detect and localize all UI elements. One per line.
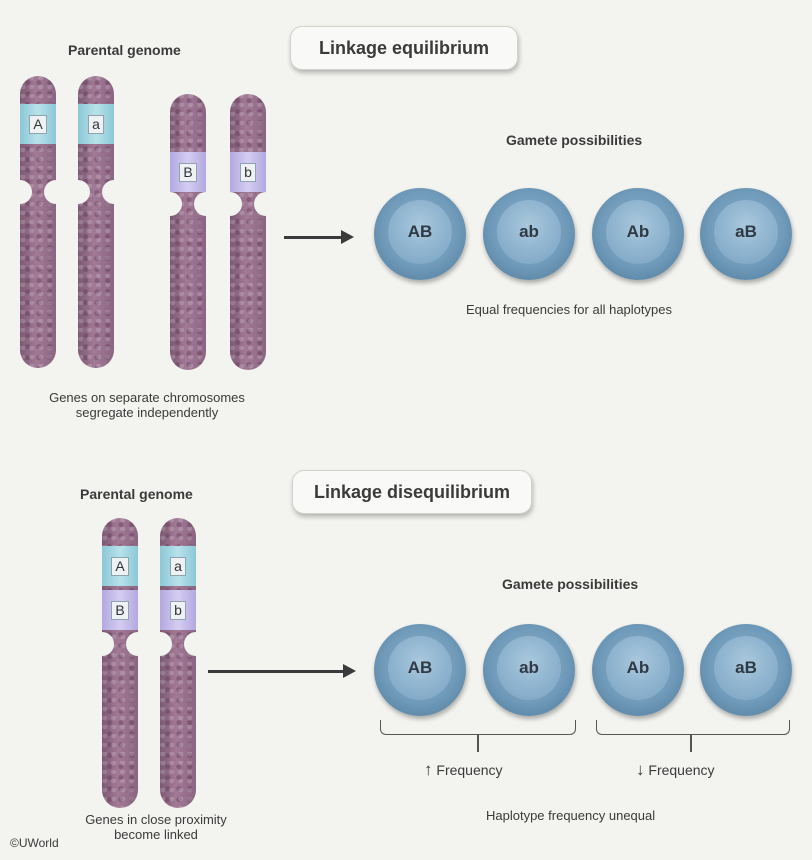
- arrow-up-icon: ↑: [424, 760, 433, 779]
- top-caption: Genes on separate chromosomes segregate …: [22, 390, 272, 420]
- gamete-label: Ab: [606, 636, 670, 700]
- caption-line: Genes in close proximity: [85, 812, 227, 827]
- caption-line: segregate independently: [75, 405, 219, 420]
- frequency-label: Frequency: [648, 762, 715, 778]
- gamete-ab-recombinant: aB: [700, 188, 792, 280]
- unequal-frequency-caption: Haplotype frequency unequal: [486, 808, 656, 823]
- copyright: ©UWorld: [10, 836, 59, 850]
- bottom-caption: Genes in close proximity become linked: [54, 812, 258, 842]
- gamete-ab-upper: AB: [374, 188, 466, 280]
- arrow-right-icon: [284, 230, 354, 244]
- frequency-increase: ↑ Frequency: [424, 760, 503, 780]
- gamete-heading: Gamete possibilities: [506, 132, 643, 148]
- gamete-label: ab: [497, 636, 561, 700]
- allele-label: B: [179, 162, 197, 182]
- linkage-disequilibrium-title: Linkage disequilibrium: [292, 470, 532, 514]
- bracket-stem: [690, 734, 692, 752]
- gamete-label: Ab: [606, 200, 670, 264]
- bracket-recombinant: [596, 720, 790, 735]
- gamete-label: aB: [714, 636, 778, 700]
- allele-label: A: [29, 114, 47, 134]
- parental-genome-label: Parental genome: [68, 42, 181, 58]
- parental-genome-label: Parental genome: [80, 486, 193, 502]
- equal-frequency-caption: Equal frequencies for all haplotypes: [466, 302, 672, 317]
- arrow-down-icon: ↓: [636, 760, 645, 779]
- frequency-decrease: ↓ Frequency: [636, 760, 715, 780]
- frequency-label: Frequency: [436, 762, 503, 778]
- gamete-heading: Gamete possibilities: [502, 576, 639, 592]
- allele-label: A: [111, 556, 129, 576]
- allele-label: B: [111, 600, 129, 620]
- allele-label: a: [170, 556, 186, 576]
- gamete-label: AB: [388, 200, 452, 264]
- gamete-ab-mixed: Ab: [592, 188, 684, 280]
- bracket-parental: [380, 720, 576, 735]
- gamete-label: AB: [388, 636, 452, 700]
- caption-line: become linked: [114, 827, 198, 842]
- bracket-stem: [477, 734, 479, 752]
- gamete-ab-upper: AB: [374, 624, 466, 716]
- gamete-label: ab: [497, 200, 561, 264]
- caption-line: Genes on separate chromosomes: [49, 390, 245, 405]
- allele-label: b: [170, 600, 186, 620]
- gamete-ab-lower: ab: [483, 624, 575, 716]
- linkage-equilibrium-title: Linkage equilibrium: [290, 26, 518, 70]
- allele-label: a: [88, 114, 104, 134]
- gamete-label: aB: [714, 200, 778, 264]
- arrow-right-icon: [208, 664, 356, 678]
- gamete-ab-recombinant: aB: [700, 624, 792, 716]
- allele-label: b: [240, 162, 256, 182]
- gamete-ab-mixed: Ab: [592, 624, 684, 716]
- gamete-ab-lower: ab: [483, 188, 575, 280]
